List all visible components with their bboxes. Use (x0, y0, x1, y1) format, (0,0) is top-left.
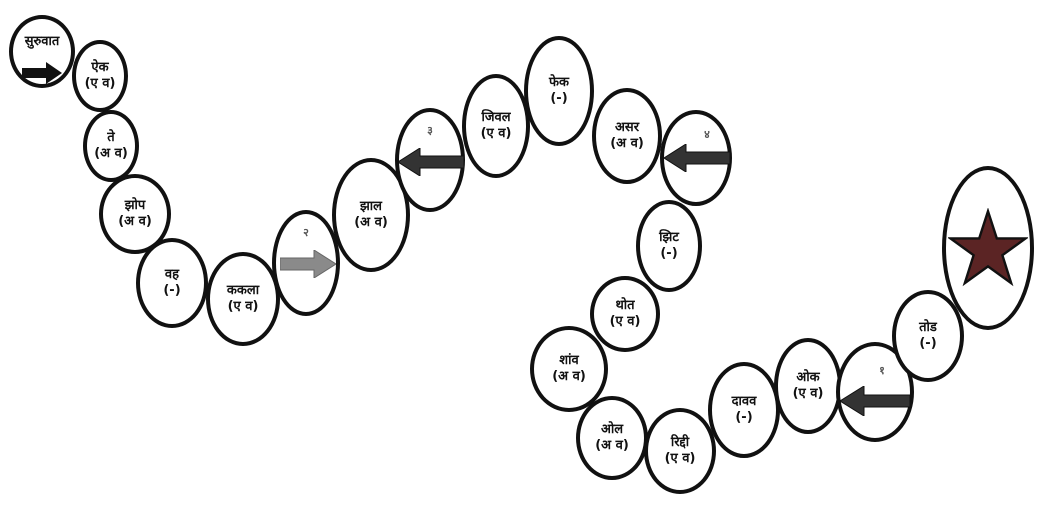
board-cell[interactable]: ऐक (ए व) (72, 40, 128, 112)
start-label: सुरुवात (24, 34, 60, 50)
board-cell[interactable]: ककला (ए व) (206, 252, 280, 346)
board-cell[interactable]: दावव (-) (708, 362, 780, 458)
board-cell[interactable]: थोत (ए व) (590, 276, 660, 352)
board-cell[interactable]: ओक (ए व) (774, 338, 842, 434)
start-arrow-icon (22, 62, 62, 84)
left-arrow-icon (840, 386, 910, 416)
left-arrow-icon (398, 148, 464, 176)
board-cell[interactable]: झिट (-) (636, 200, 702, 292)
left-arrow-icon (664, 144, 730, 172)
star-icon (948, 208, 1028, 287)
board-cell[interactable]: ओल (अ व) (576, 396, 648, 480)
board-cell[interactable]: रिद्दी (ए व) (644, 408, 716, 494)
board-cell[interactable]: शांव (अ व) (530, 326, 608, 412)
board-cell[interactable]: ते (अ व) (83, 110, 139, 182)
right-arrow-icon (280, 250, 336, 278)
finish-cell[interactable] (942, 166, 1034, 330)
board-cell[interactable]: जिवल (ए व) (462, 74, 530, 178)
start-cell[interactable]: सुरुवात (9, 15, 75, 88)
board-cell[interactable]: वह (-) (136, 238, 208, 328)
board-cell[interactable]: असर (अ व) (592, 88, 662, 184)
board-cell[interactable]: फेक (-) (524, 36, 594, 146)
board-cell[interactable]: तोड (-) (892, 290, 964, 382)
